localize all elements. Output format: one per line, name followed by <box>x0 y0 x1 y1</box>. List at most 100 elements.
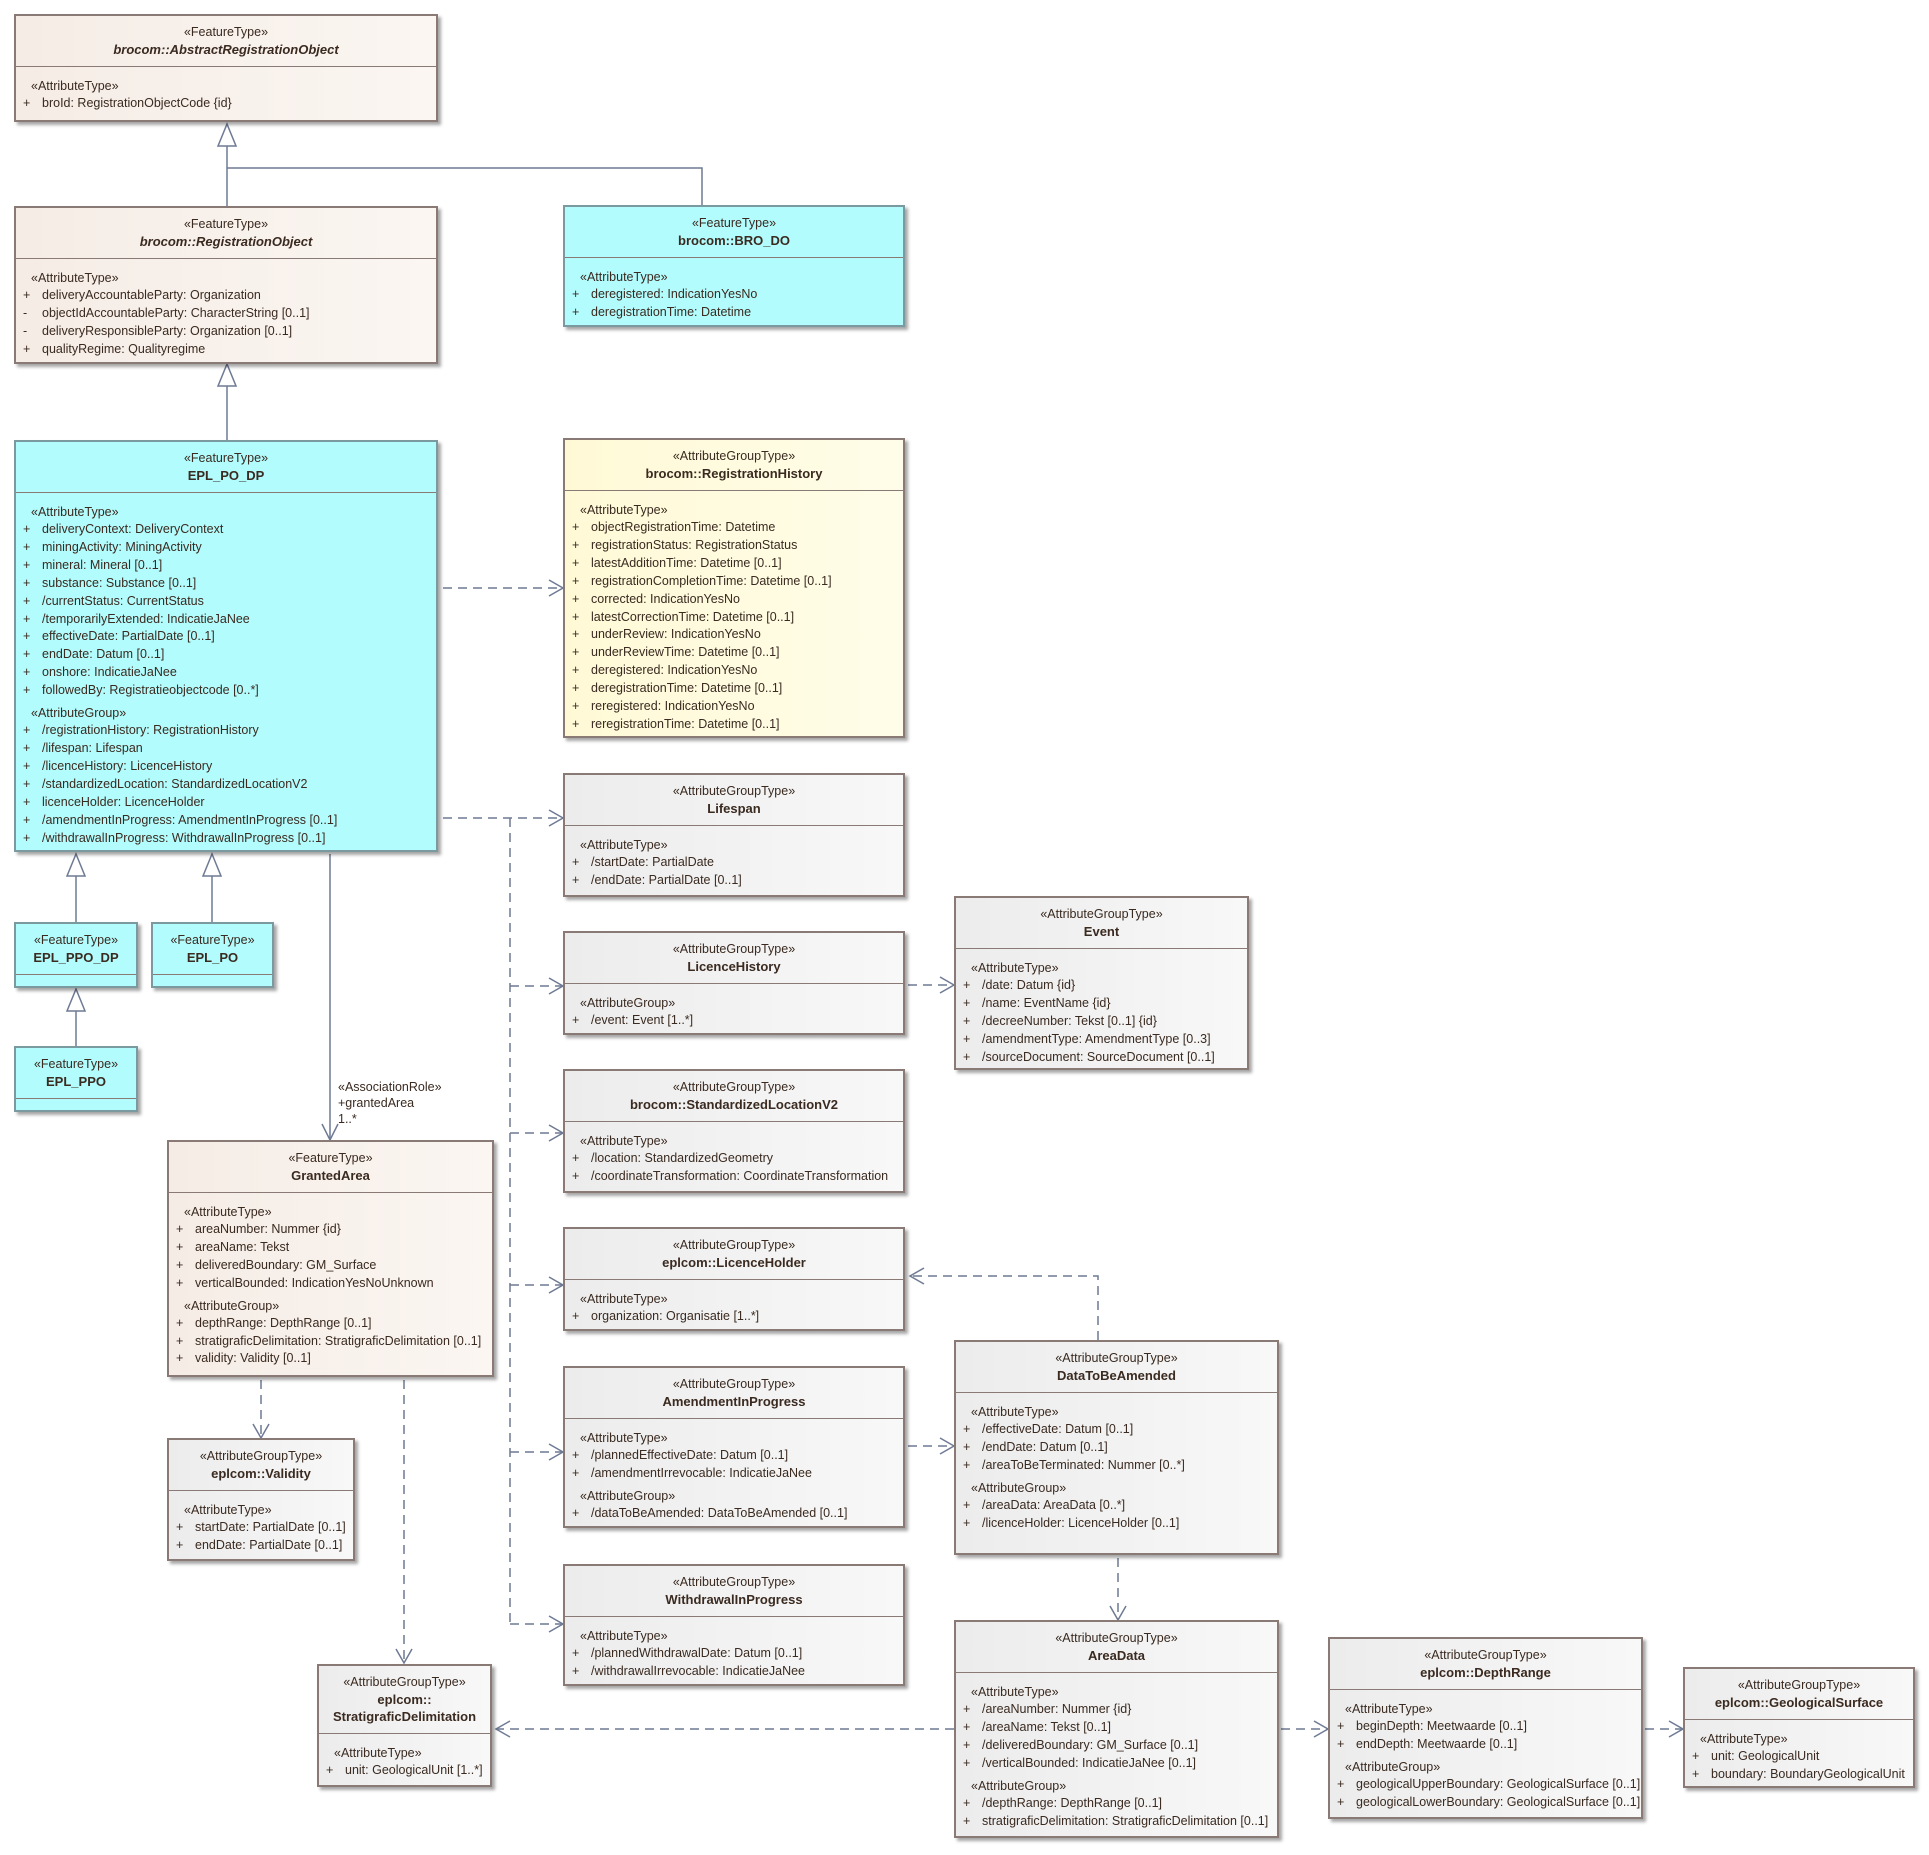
attribute-row[interactable]: +/amendmentType: AmendmentType [0..3] <box>956 1031 1247 1049</box>
class-amendment-in-progress[interactable]: «AttributeGroupType»AmendmentInProgress«… <box>563 1366 905 1528</box>
attribute-row[interactable]: +mineral: Mineral [0..1] <box>16 557 436 575</box>
class-abstract-registration-object[interactable]: «FeatureType»brocom::AbstractRegistratio… <box>14 14 438 122</box>
class-withdrawal-in-progress[interactable]: «AttributeGroupType»WithdrawalInProgress… <box>563 1564 905 1686</box>
attribute-row[interactable]: -objectIdAccountableParty: CharacterStri… <box>16 305 436 323</box>
attribute-row[interactable]: +verticalBounded: IndicationYesNoUnknown <box>169 1275 492 1293</box>
attribute-row[interactable]: +latestAdditionTime: Datetime [0..1] <box>565 555 903 573</box>
attribute-row[interactable]: +/temporarilyExtended: IndicatieJaNee <box>16 611 436 629</box>
attribute-row[interactable]: +/endDate: PartialDate [0..1] <box>565 872 903 890</box>
attribute-row[interactable]: +/withdrawalInProgress: WithdrawalInProg… <box>16 830 436 848</box>
attribute-row[interactable]: +/endDate: Datum [0..1] <box>956 1439 1277 1457</box>
attribute-row[interactable]: +followedBy: Registratieobjectcode [0..*… <box>16 682 436 700</box>
attribute-row[interactable]: +/plannedWithdrawalDate: Datum [0..1] <box>565 1645 903 1663</box>
attribute-row[interactable]: +startDate: PartialDate [0..1] <box>169 1519 353 1537</box>
attribute-row[interactable]: +/registrationHistory: RegistrationHisto… <box>16 722 436 740</box>
attribute-row[interactable]: +/licenceHistory: LicenceHistory <box>16 758 436 776</box>
attribute-row[interactable]: +areaName: Tekst <box>169 1239 492 1257</box>
attribute-row[interactable]: +/verticalBounded: IndicatieJaNee [0..1] <box>956 1755 1277 1773</box>
attribute-row[interactable]: +corrected: IndicationYesNo <box>565 591 903 609</box>
attribute-row[interactable]: +underReview: IndicationYesNo <box>565 626 903 644</box>
attribute-row[interactable]: +endDepth: Meetwaarde [0..1] <box>1330 1736 1641 1754</box>
attribute-row[interactable]: +endDate: Datum [0..1] <box>16 646 436 664</box>
attribute-row[interactable]: +registrationCompletionTime: Datetime [0… <box>565 573 903 591</box>
class-geological-surface[interactable]: «AttributeGroupType»eplcom::GeologicalSu… <box>1683 1667 1915 1788</box>
attribute-row[interactable]: +objectRegistrationTime: Datetime <box>565 519 903 537</box>
class-licence-holder[interactable]: «AttributeGroupType»eplcom::LicenceHolde… <box>563 1227 905 1331</box>
attribute-row[interactable]: +reregistrationTime: Datetime [0..1] <box>565 716 903 734</box>
attribute-row[interactable]: +/dataToBeAmended: DataToBeAmended [0..1… <box>565 1505 903 1523</box>
class-epl-po-dp[interactable]: «FeatureType»EPL_PO_DP«AttributeType»+de… <box>14 440 438 852</box>
attribute-row[interactable]: +deregistrationTime: Datetime [0..1] <box>565 680 903 698</box>
attribute-row[interactable]: +onshore: IndicatieJaNee <box>16 664 436 682</box>
attribute-row[interactable]: +/event: Event [1..*] <box>565 1012 903 1030</box>
attribute-row[interactable]: +areaNumber: Nummer {id} <box>169 1221 492 1239</box>
attribute-row[interactable]: +stratigraficDelimitation: StratigraficD… <box>956 1813 1277 1831</box>
class-registration-object[interactable]: «FeatureType»brocom::RegistrationObject«… <box>14 206 438 364</box>
attribute-row[interactable]: +/lifespan: Lifespan <box>16 740 436 758</box>
attribute-row[interactable]: +deregistered: IndicationYesNo <box>565 286 903 304</box>
attribute-row[interactable]: +/date: Datum {id} <box>956 977 1247 995</box>
attribute-row[interactable]: +/plannedEffectiveDate: Datum [0..1] <box>565 1447 903 1465</box>
attribute-row[interactable]: +/licenceHolder: LicenceHolder [0..1] <box>956 1515 1277 1533</box>
attribute-row[interactable]: +depthRange: DepthRange [0..1] <box>169 1315 492 1333</box>
attribute-row[interactable]: +licenceHolder: LicenceHolder <box>16 794 436 812</box>
attribute-row[interactable]: +deliveredBoundary: GM_Surface <box>169 1257 492 1275</box>
attribute-row[interactable]: +deliveryContext: DeliveryContext <box>16 521 436 539</box>
attribute-row[interactable]: +miningActivity: MiningActivity <box>16 539 436 557</box>
attribute-row[interactable]: +/areaData: AreaData [0..*] <box>956 1497 1277 1515</box>
class-stratigrafic-delimitation[interactable]: «AttributeGroupType»eplcom:: Stratigrafi… <box>317 1664 492 1787</box>
attribute-row[interactable]: +broId: RegistrationObjectCode {id} <box>16 95 436 113</box>
class-event[interactable]: «AttributeGroupType»Event«AttributeType»… <box>954 896 1249 1070</box>
attribute-row[interactable]: +reregistered: IndicationYesNo <box>565 698 903 716</box>
class-validity[interactable]: «AttributeGroupType»eplcom::Validity«Att… <box>167 1438 355 1561</box>
attribute-row[interactable]: +geologicalUpperBoundary: GeologicalSurf… <box>1330 1776 1641 1794</box>
attribute-row[interactable]: +geologicalLowerBoundary: GeologicalSurf… <box>1330 1794 1641 1812</box>
attribute-row[interactable]: +/sourceDocument: SourceDocument [0..1] <box>956 1049 1247 1067</box>
attribute-row[interactable]: +/depthRange: DepthRange [0..1] <box>956 1795 1277 1813</box>
attribute-row[interactable]: +effectiveDate: PartialDate [0..1] <box>16 628 436 646</box>
class-registration-history[interactable]: «AttributeGroupType»brocom::Registration… <box>563 438 905 738</box>
attribute-row[interactable]: +organization: Organisatie [1..*] <box>565 1308 903 1326</box>
attribute-row[interactable]: +deregistrationTime: Datetime <box>565 304 903 322</box>
attribute-row[interactable]: +/startDate: PartialDate <box>565 854 903 872</box>
attribute-row[interactable]: +/effectiveDate: Datum [0..1] <box>956 1421 1277 1439</box>
attribute-row[interactable]: +deliveryAccountableParty: Organization <box>16 287 436 305</box>
class-lifespan[interactable]: «AttributeGroupType»Lifespan«AttributeTy… <box>563 773 905 897</box>
attribute-row[interactable]: +/deliveredBoundary: GM_Surface [0..1] <box>956 1737 1277 1755</box>
attribute-row[interactable]: +beginDepth: Meetwaarde [0..1] <box>1330 1718 1641 1736</box>
attribute-row[interactable]: +underReviewTime: Datetime [0..1] <box>565 644 903 662</box>
attribute-row[interactable]: +qualityRegime: Qualityregime <box>16 341 436 359</box>
attribute-row[interactable]: +validity: Validity [0..1] <box>169 1350 492 1368</box>
attribute-row[interactable]: +substance: Substance [0..1] <box>16 575 436 593</box>
attribute-row[interactable]: +deregistered: IndicationYesNo <box>565 662 903 680</box>
attribute-row[interactable]: +/amendmentIrrevocable: IndicatieJaNee <box>565 1465 903 1483</box>
attribute-row[interactable]: +/areaToBeTerminated: Nummer [0..*] <box>956 1457 1277 1475</box>
attribute-row[interactable]: +/decreeNumber: Tekst [0..1] {id} <box>956 1013 1247 1031</box>
attribute-row[interactable]: +unit: GeologicalUnit <box>1685 1748 1913 1766</box>
class-epl-ppo[interactable]: «FeatureType»EPL_PPO <box>14 1046 138 1112</box>
class-data-to-be-amended[interactable]: «AttributeGroupType»DataToBeAmended«Attr… <box>954 1340 1279 1555</box>
attribute-row[interactable]: +/amendmentInProgress: AmendmentInProgre… <box>16 812 436 830</box>
attribute-row[interactable]: +endDate: PartialDate [0..1] <box>169 1537 353 1555</box>
attribute-row[interactable]: +/coordinateTransformation: CoordinateTr… <box>565 1168 903 1186</box>
attribute-row[interactable]: +registrationStatus: RegistrationStatus <box>565 537 903 555</box>
attribute-row[interactable]: +latestCorrectionTime: Datetime [0..1] <box>565 609 903 627</box>
class-depth-range[interactable]: «AttributeGroupType»eplcom::DepthRange«A… <box>1328 1637 1643 1819</box>
class-epl-ppo-dp[interactable]: «FeatureType»EPL_PPO_DP <box>14 922 138 988</box>
attribute-row[interactable]: +stratigraficDelimitation: StratigraficD… <box>169 1333 492 1351</box>
attribute-row[interactable]: +/areaName: Tekst [0..1] <box>956 1719 1277 1737</box>
attribute-row[interactable]: -deliveryResponsibleParty: Organization … <box>16 323 436 341</box>
class-epl-po[interactable]: «FeatureType»EPL_PO <box>151 922 274 988</box>
attribute-row[interactable]: +/withdrawalIrrevocable: IndicatieJaNee <box>565 1663 903 1681</box>
class-standardized-location[interactable]: «AttributeGroupType»brocom::Standardized… <box>563 1069 905 1193</box>
class-granted-area[interactable]: «FeatureType»GrantedArea«AttributeType»+… <box>167 1140 494 1377</box>
attribute-row[interactable]: +/location: StandardizedGeometry <box>565 1150 903 1168</box>
attribute-row[interactable]: +unit: GeologicalUnit [1..*] <box>319 1762 490 1780</box>
attribute-row[interactable]: +/name: EventName {id} <box>956 995 1247 1013</box>
class-bro-do[interactable]: «FeatureType»brocom::BRO_DO«AttributeTyp… <box>563 205 905 327</box>
attribute-row[interactable]: +/currentStatus: CurrentStatus <box>16 593 436 611</box>
attribute-row[interactable]: +/standardizedLocation: StandardizedLoca… <box>16 776 436 794</box>
attribute-row[interactable]: +boundary: BoundaryGeologicalUnit <box>1685 1766 1913 1784</box>
class-area-data[interactable]: «AttributeGroupType»AreaData«AttributeTy… <box>954 1620 1279 1838</box>
class-licence-history[interactable]: «AttributeGroupType»LicenceHistory«Attri… <box>563 931 905 1035</box>
